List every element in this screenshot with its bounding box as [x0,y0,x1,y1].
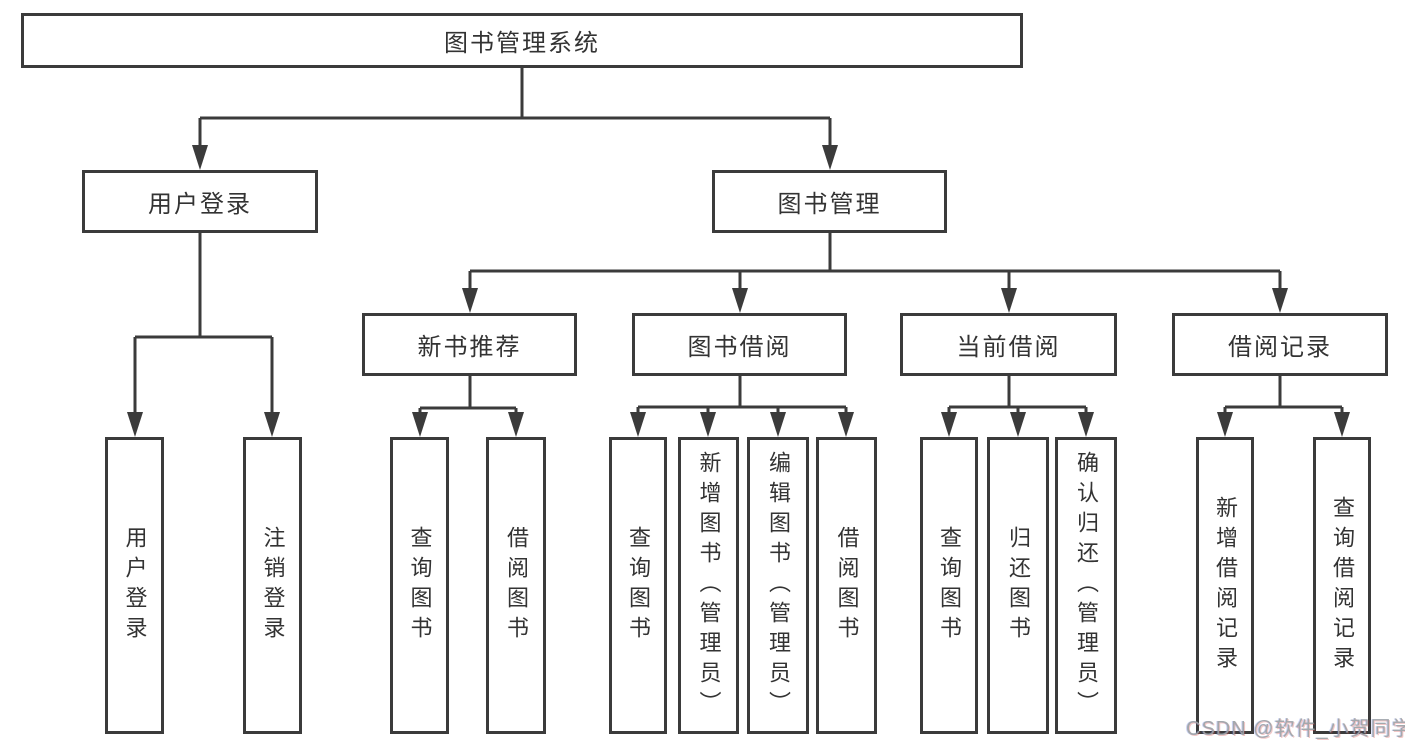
leaf-label: 借阅图书 [834,525,860,646]
node-label: 用户登录 [148,191,252,218]
leaf-label: 用户登录 [122,525,148,646]
node-label: 新书推荐 [417,334,522,361]
node-label: 图书管理 [777,191,882,218]
leaf-query-borrow-record: 查询借阅记录 [1313,437,1371,734]
leaf-label: 确认归还（管理员） [1074,450,1099,721]
node-current-borrowing: 当前借阅 [900,313,1117,376]
leaf-label: 新增借阅记录 [1213,495,1238,676]
arrow-down-marker [630,412,646,437]
arrow-down-marker [732,288,748,313]
arrow-down-marker [700,412,716,437]
node-label: 图书借阅 [687,334,792,361]
arrow-down-marker [508,412,524,437]
node-borrowing-records: 借阅记录 [1172,313,1388,376]
leaf-label: 归还图书 [1006,525,1031,646]
arrow-down-marker [822,145,838,170]
leaf-add-books-admin: 新增图书（管理员） [678,437,739,734]
node-book-management: 图书管理 [712,170,947,233]
arrow-down-marker [1217,412,1233,437]
node-label: 借阅记录 [1228,334,1332,361]
leaf-edit-books-admin: 编辑图书（管理员） [747,437,809,734]
arrow-down-marker [264,412,280,437]
leaf-label: 注销登录 [260,525,286,646]
arrow-down-marker [192,145,208,170]
leaf-label: 新增图书（管理员） [696,450,722,721]
leaf-label: 编辑图书（管理员） [766,450,791,721]
arrow-down-marker [412,412,428,437]
node-label: 图书管理系统 [444,30,600,57]
arrow-down-marker [462,288,478,313]
leaf-borrow-books-borrowing: 借阅图书 [816,437,877,734]
leaf-add-borrow-record: 新增借阅记录 [1196,437,1254,734]
leaf-query-books-borrowing: 查询图书 [609,437,667,734]
arrow-down-marker [941,412,957,437]
leaf-return-books: 归还图书 [987,437,1049,734]
leaf-user-login: 用户登录 [105,437,164,734]
node-book-borrowing: 图书借阅 [632,313,847,376]
arrow-down-marker [1010,412,1026,437]
node-library-management-system: 图书管理系统 [21,13,1023,68]
leaf-label: 借阅图书 [504,525,529,646]
leaf-query-books-recommend: 查询图书 [390,437,449,734]
node-user-login: 用户登录 [82,170,318,233]
node-new-book-recommendation: 新书推荐 [362,313,577,376]
arrow-down-marker [1272,288,1288,313]
arrow-down-marker [1001,288,1017,313]
arrow-down-marker [1078,412,1094,437]
arrow-down-marker [127,412,143,437]
leaf-label: 查询借阅记录 [1330,495,1355,676]
node-label: 当前借阅 [956,334,1061,361]
arrow-down-marker [770,412,786,437]
leaf-logout-login: 注销登录 [243,437,302,734]
watermark: CSDN @软件_小贺同学 [1186,718,1405,740]
leaf-label: 查询图书 [407,525,433,646]
leaf-confirm-return-admin: 确认归还（管理员） [1055,437,1117,734]
leaf-label: 查询图书 [937,525,962,646]
arrow-down-marker [1334,412,1350,437]
leaf-label: 查询图书 [626,525,651,646]
leaf-query-books-current: 查询图书 [920,437,978,734]
arrow-down-marker [838,412,854,437]
leaf-borrow-books-recommend: 借阅图书 [486,437,546,734]
